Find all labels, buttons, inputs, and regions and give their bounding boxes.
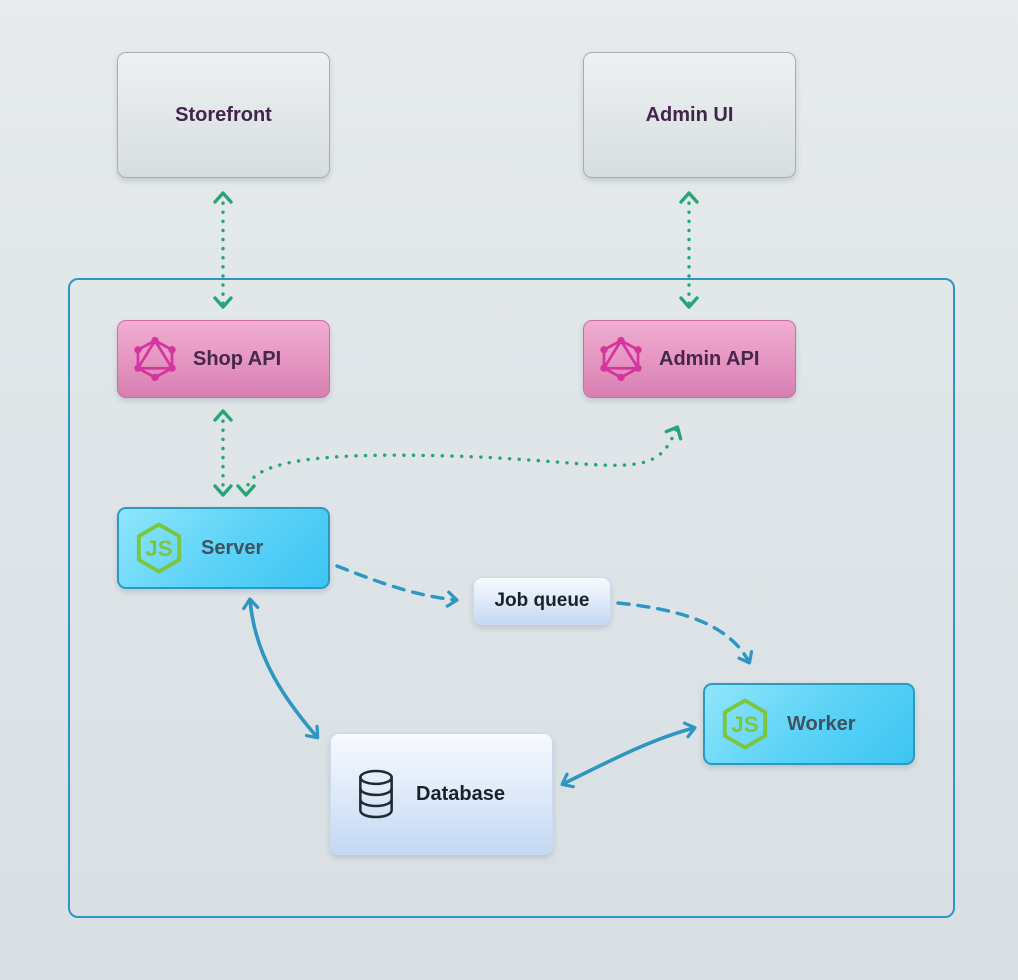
node-shop-api: Shop API [117,320,330,398]
database-label: Database [416,782,505,805]
nodejs-icon: JS [722,698,768,750]
node-database: Database [330,733,553,855]
system-boundary [68,278,955,918]
worker-label: Worker [787,712,856,735]
svg-text:JS: JS [145,536,172,561]
graphql-icon [600,336,642,382]
storefront-label: Storefront [175,103,272,126]
admin-ui-label: Admin UI [645,103,734,126]
job-queue-label: Job queue [494,590,590,611]
node-admin-api: Admin API [583,320,796,398]
shop-api-label: Shop API [193,347,282,370]
node-server: JS Server [117,507,330,589]
node-job-queue: Job queue [473,577,611,625]
admin-api-label: Admin API [659,347,760,370]
node-admin-ui: Admin UI [583,52,796,178]
graphql-icon [134,336,176,382]
node-worker: JS Worker [703,683,915,765]
database-icon [359,769,393,819]
server-label: Server [201,536,264,559]
nodejs-icon: JS [136,522,182,574]
svg-text:JS: JS [731,712,758,737]
node-storefront: Storefront [117,52,330,178]
